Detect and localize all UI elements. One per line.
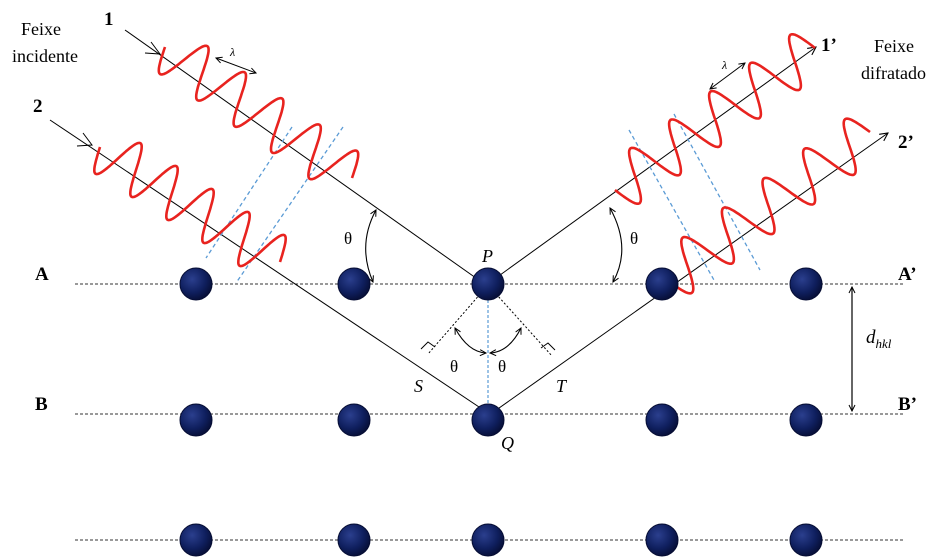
angle-arc-left-bottom <box>455 328 486 353</box>
atom-row2-col3 <box>471 403 505 437</box>
point-p-label: P <box>481 246 493 266</box>
right-angle-s <box>420 341 436 350</box>
theta-incident-label: θ <box>344 229 352 248</box>
atom-row1-col2 <box>337 267 371 301</box>
incident-ray-2-arrowhead <box>76 132 93 147</box>
right-angle-markers <box>420 341 556 351</box>
theta-right-bottom-label: θ <box>498 357 506 376</box>
atoms <box>179 267 823 557</box>
atom-row1-col3 <box>471 267 505 301</box>
diffracted-ray-1 <box>488 47 816 284</box>
angle-arc-diffracted <box>610 208 623 282</box>
angle-arcs <box>365 208 623 353</box>
plane-b-label: B <box>35 394 48 415</box>
waves <box>93 33 871 295</box>
atom-row1-col4 <box>645 267 679 301</box>
wavelength-label-diffracted: λ <box>721 58 727 72</box>
point-t-label: T <box>556 376 568 396</box>
wave-diffracted-2 <box>666 117 871 295</box>
incident-ray-1-arrowhead <box>144 41 162 55</box>
atom-row3-col1 <box>179 523 213 557</box>
atom-row2-col2 <box>337 403 371 437</box>
atom-row1-col5 <box>789 267 823 301</box>
atom-row2-col5 <box>789 403 823 437</box>
theta-diffracted-label: θ <box>630 229 638 248</box>
wavefront-diffracted-1 <box>628 129 715 281</box>
ray-2-label: 2 <box>33 96 43 117</box>
plane-b-prime-label: B’ <box>898 394 917 415</box>
point-s-label: S <box>414 376 423 396</box>
atom-row1-col1 <box>179 267 213 301</box>
incident-ray-2 <box>49 119 489 414</box>
atom-row3-col4 <box>645 523 679 557</box>
plane-a-prime-label: A’ <box>898 264 917 285</box>
d-spacing-subscript: hkl <box>876 336 892 351</box>
d-spacing-symbol: d <box>866 327 876 348</box>
diffracted-beam-label-line2: difratado <box>861 63 926 83</box>
atom-row3-col5 <box>789 523 823 557</box>
atom-row3-col3 <box>471 523 505 557</box>
diffracted-beam-label-line1: Feixe <box>874 36 914 56</box>
d-spacing-label: dhkl <box>866 327 892 351</box>
incident-ray-1 <box>124 29 484 284</box>
wave-incident-2 <box>93 141 287 268</box>
ray-1-prime-label: 1’ <box>821 35 837 56</box>
plane-a-label: A <box>35 264 49 285</box>
theta-left-bottom-label: θ <box>450 357 458 376</box>
wavelength-marker-incident <box>216 58 256 73</box>
construction-lines <box>427 284 553 357</box>
wave-diffracted-1 <box>614 33 816 205</box>
ray-1-label: 1 <box>104 9 114 30</box>
incident-beam-label-line1: Feixe <box>21 19 61 39</box>
angle-arc-incident <box>365 210 376 282</box>
atom-row2-col4 <box>645 403 679 437</box>
atom-row3-col2 <box>337 523 371 557</box>
incident-beam-label-line2: incidente <box>12 46 78 66</box>
ray-2-prime-label: 2’ <box>898 132 914 153</box>
wavelength-label-incident: λ <box>229 45 235 59</box>
wavefront-diffracted-2 <box>673 113 761 271</box>
right-angle-t <box>540 342 556 351</box>
line-p-s <box>427 284 489 355</box>
wavelength-markers <box>216 58 745 89</box>
wavelength-marker-diffracted <box>710 63 745 89</box>
angle-arc-right-bottom <box>490 328 521 353</box>
rays <box>49 29 888 414</box>
wave-incident-1 <box>157 44 360 181</box>
point-q-label: Q <box>501 433 514 453</box>
atom-row2-col1 <box>179 403 213 437</box>
wavefront-incident-1 <box>205 126 293 259</box>
